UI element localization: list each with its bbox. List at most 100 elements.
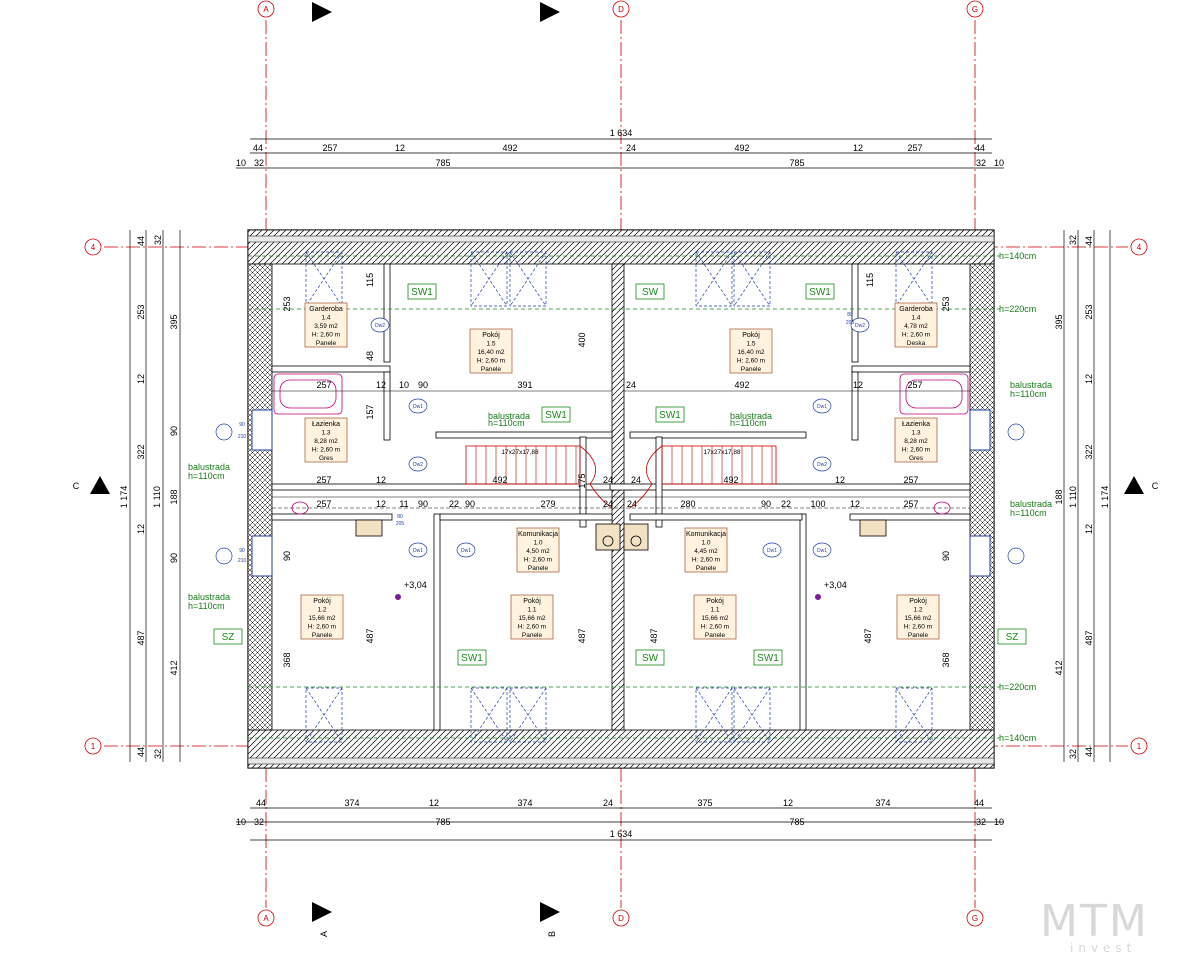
wall-tag-box (655, 406, 685, 423)
wall-tag-box (407, 283, 437, 300)
dim-int: 24 (603, 499, 613, 509)
door-size: 90 (239, 548, 245, 554)
room-num: 1.2 (913, 607, 922, 614)
room-h: H: 2,60 m (692, 557, 720, 564)
dim-int: 24 (631, 475, 641, 485)
room-h: H: 2,60 m (904, 624, 932, 631)
room-area: 4,45 m2 (694, 548, 718, 555)
section-markers (90, 2, 1144, 922)
wall-tag-box (541, 406, 571, 423)
dim-r-32a: 32 (1068, 235, 1078, 245)
room-h: H: 2,60 m (308, 624, 336, 631)
dim-bot-375: 375 (697, 798, 712, 808)
room-floor: Panele (312, 632, 333, 639)
door-label: Dw1 (461, 548, 471, 554)
dim-int: 279 (540, 499, 555, 509)
dim-int: 22 (449, 499, 459, 509)
axis-label-left-4: 4 (91, 243, 96, 252)
room-name: Pokój (742, 332, 760, 339)
stair-label-right: 17x27x17,88 (703, 449, 741, 456)
chimneys (355, 519, 887, 551)
wall-tag-sw1_ml: SW1 (545, 410, 567, 421)
room-num: 1.5 (486, 341, 495, 348)
door-size: 80 (397, 514, 403, 520)
dim-r-44a: 44 (1084, 236, 1094, 246)
dim-int: 12 (850, 499, 860, 509)
wall-tag-box (805, 283, 835, 300)
dim-r-253: 253 (1084, 304, 1094, 319)
wall-tag-box (457, 649, 487, 666)
dim-int: 90 (418, 380, 428, 390)
wall-tag-sw_bc: SW (642, 653, 659, 664)
top-dim-row1: 44 257 12 492 24 492 12 257 44 (253, 143, 985, 153)
room-area: 15,66 m2 (904, 615, 931, 622)
door-size: 205 (396, 521, 405, 527)
dim-l-253: 253 (136, 304, 146, 319)
dim-int-v: 487 (577, 628, 587, 643)
axis-label-top-g: G (972, 5, 978, 14)
wall-tag-sw1_tl: SW1 (411, 287, 433, 298)
wall-tag-sw1_bl: SW1 (461, 653, 483, 664)
room-floor: Gres (909, 455, 924, 462)
dim-bot-10a: 10 (236, 817, 246, 827)
balustrade-value: h=110cm (188, 471, 225, 481)
roof-window-diagonals (305, 687, 343, 743)
door-markers (215, 317, 1025, 565)
height-label-h220-top: h=220cm (999, 304, 1036, 314)
balustrade-value: h=110cm (1010, 389, 1047, 399)
stair-left (465, 445, 613, 509)
room-area: 8,28 m2 (314, 438, 338, 445)
dim-int-v: 175 (577, 473, 587, 488)
right-dim-col: 32 395 188 412 32 44 253 12 322 12 487 4… (1054, 235, 1094, 759)
dim-int-v: 115 (365, 273, 375, 287)
dim-int: 391 (517, 380, 532, 390)
roof-window-diagonals (733, 687, 771, 743)
roof-window-diagonals (733, 251, 771, 307)
wall-tag-box (213, 628, 243, 645)
dim-r-32b: 32 (1068, 749, 1078, 759)
dim-top-257a: 257 (322, 143, 337, 153)
dim-l-32b: 32 (153, 749, 163, 759)
dim-l-395: 395 (169, 314, 179, 329)
dim-bot-10b: 10 (994, 817, 1004, 827)
door-label: Dw2 (375, 323, 385, 329)
balustrade-notes: balustrada h=110cm balustrada h=110cm ba… (188, 380, 1052, 611)
door-size: 205 (846, 320, 855, 326)
wall-tag-sw1_tr: SW1 (809, 287, 831, 298)
dim-l-412: 412 (169, 660, 179, 675)
balustrade-label: balustrada (488, 411, 530, 421)
level-left: +3,04 (404, 580, 427, 590)
door-label: Dw1 (817, 548, 827, 554)
roof-window-diagonals (470, 251, 508, 307)
room-area: 8,28 m2 (904, 438, 928, 445)
door-labels: Dw1 Dw2 Dw1 Dw1 Dw1 Dw2 Dw1 Dw1 Dw2 Dw2 … (238, 312, 865, 564)
wall-tag-box (635, 649, 665, 666)
door-label: Dw1 (413, 548, 423, 554)
room-num: 1.4 (321, 315, 330, 322)
dim-int: 492 (492, 475, 507, 485)
wall-tag-box (753, 649, 783, 666)
section-label-c-right: C (1152, 481, 1159, 491)
dim-top-12a: 12 (395, 143, 405, 153)
dim-int: 257 (316, 475, 331, 485)
dim-int: 12 (835, 475, 845, 485)
top-dim-row2: 10 32 785 785 32 10 (236, 158, 1004, 168)
door-size: 210 (238, 558, 247, 564)
balustrade-value: h=110cm (1010, 508, 1047, 518)
wall-tag-sw1_br: SW1 (757, 653, 779, 664)
dim-r-188: 188 (1054, 489, 1064, 504)
roof-window (305, 687, 343, 743)
dim-int: 10 (399, 380, 409, 390)
axis-label-bottom-g: G (972, 914, 978, 923)
balustrade-value: h=110cm (730, 418, 767, 428)
wall-tag-sz_l: SZ (222, 632, 235, 643)
room-num: 1.3 (321, 430, 330, 437)
room-h: H: 2,60 m (518, 624, 546, 631)
axis-label-right-4: 4 (1137, 243, 1142, 252)
roof-window-diagonals (895, 251, 933, 307)
dim-int: 12 (376, 380, 386, 390)
room-floor: Gres (319, 455, 334, 462)
room-name: Komunikacja (518, 531, 558, 538)
